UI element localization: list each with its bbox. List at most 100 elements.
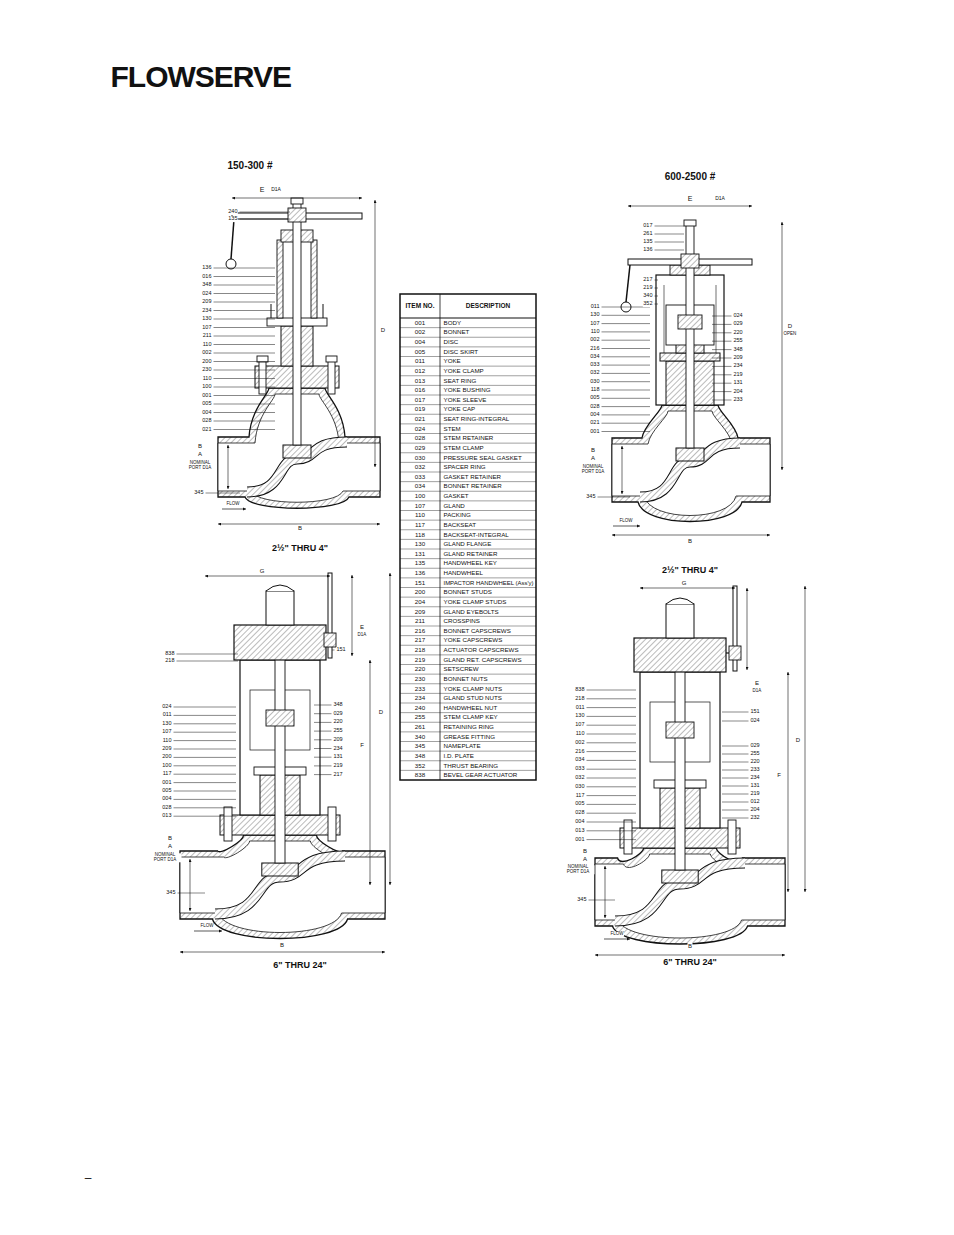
leader-line xyxy=(174,791,237,792)
valve-part xyxy=(634,638,726,672)
leader-line xyxy=(587,742,637,743)
callout-number: 032 xyxy=(575,775,585,781)
table-cell: DISC SKIRT xyxy=(443,348,479,355)
table-cell: SEAT RING-INTEGRAL xyxy=(443,416,510,423)
table-grid xyxy=(400,606,536,607)
valve-part xyxy=(615,863,745,921)
leader-line xyxy=(314,713,332,714)
leader-line xyxy=(587,751,637,752)
table-cell: GLAND RET. CAPSCREWS xyxy=(443,656,522,663)
callout-number: 216 xyxy=(590,346,600,352)
table-cell: 118 xyxy=(415,531,426,538)
leader-line xyxy=(206,493,241,494)
table-cell: STEM CLAMP xyxy=(443,445,484,452)
dimension-line xyxy=(205,576,330,577)
leader-line xyxy=(602,431,651,432)
leader-line xyxy=(178,893,206,894)
callout-number: 255 xyxy=(750,751,760,757)
port-label: NOMINAL PORT D1A xyxy=(149,853,182,862)
callout-number: 838 xyxy=(575,687,585,693)
callout-number: 033 xyxy=(590,362,600,368)
table-grid xyxy=(400,674,536,675)
table-cell: THRUST BEARING xyxy=(443,762,499,769)
valve-part xyxy=(666,722,694,738)
dimension-line xyxy=(228,445,229,489)
callout-number: 017 xyxy=(643,223,653,229)
table-grid xyxy=(400,510,536,511)
leader-line xyxy=(587,734,637,735)
callout-number: 012 xyxy=(750,799,760,805)
table-cell: 151 xyxy=(414,579,425,586)
dimension-line xyxy=(232,198,362,199)
table-cell: 107 xyxy=(414,502,425,509)
size-label: 6" THRU 24" xyxy=(663,958,718,967)
table-cell: DESCRIPTION xyxy=(465,303,510,310)
callout-number: 234 xyxy=(733,364,743,370)
leader-line xyxy=(602,406,651,407)
leader-line xyxy=(712,383,732,384)
leader-line xyxy=(602,365,651,366)
callout-number: 110 xyxy=(575,731,585,737)
callout-number: 013 xyxy=(575,828,585,834)
table-cell: STEM CLAMP KEY xyxy=(443,714,498,721)
callout-number: 348 xyxy=(733,347,743,353)
callout-number: 204 xyxy=(750,807,760,813)
leader-line xyxy=(722,778,749,779)
callout-number: 131 xyxy=(733,380,743,386)
callout-number: 004 xyxy=(162,797,172,803)
callout-number: 004 xyxy=(202,410,212,416)
table-cell: 209 xyxy=(414,608,425,615)
dimension-label: B xyxy=(687,538,692,544)
table-cell: ACTUATOR CAPSCREWS xyxy=(443,647,519,654)
leader-line xyxy=(587,839,637,840)
valve-part xyxy=(247,442,347,492)
dimension-label: E xyxy=(754,680,759,686)
leader-line xyxy=(314,705,332,706)
dimension-label: B xyxy=(590,447,595,453)
table-cell: 005 xyxy=(414,348,425,355)
callout-number: 110 xyxy=(162,738,172,744)
leader-line xyxy=(214,319,276,320)
table-cell: GLAND FLANGE xyxy=(443,541,492,548)
callout-number: 001 xyxy=(575,837,585,843)
leader-line xyxy=(587,830,637,831)
valve-part xyxy=(595,848,785,944)
table-grid xyxy=(400,366,536,367)
callout-number: 345 xyxy=(194,490,204,496)
leader-line xyxy=(722,770,749,771)
table-cell: 012 xyxy=(414,368,425,375)
table-cell: ITEM NO. xyxy=(405,303,436,310)
callout-number: 218 xyxy=(575,696,585,702)
leader-line xyxy=(174,816,237,817)
table-cell: BONNET xyxy=(443,329,470,336)
leader-line xyxy=(587,760,637,761)
callout-number: 209 xyxy=(202,299,212,305)
table-cell: YOKE SLEEVE xyxy=(443,397,487,404)
leader-line xyxy=(587,698,637,699)
valve-part xyxy=(277,240,283,318)
table-cell: 004 xyxy=(414,339,425,346)
valve-part xyxy=(288,208,306,222)
flow-arrow xyxy=(604,939,630,940)
leader-line xyxy=(587,778,637,779)
callout-number: 110 xyxy=(590,329,600,335)
table-cell: GLAND STUD NUTS xyxy=(443,695,502,702)
leader-line xyxy=(602,423,651,424)
table-cell: 029 xyxy=(414,445,425,452)
callout-number: 004 xyxy=(590,412,600,418)
callout-number: 219 xyxy=(750,791,760,797)
dimension-label: D xyxy=(795,737,800,743)
valve-part xyxy=(266,585,294,591)
dimension-label: D1A xyxy=(271,187,282,192)
callout-number: 011 xyxy=(575,705,585,711)
table-cell: YOKE CAP xyxy=(443,406,476,413)
callout-number: 131 xyxy=(750,783,760,789)
callout-number: 135 xyxy=(228,216,238,222)
callout-number: 345 xyxy=(577,897,587,903)
valve-part xyxy=(664,285,665,360)
table-cell: 013 xyxy=(414,377,425,384)
callout-number: 348 xyxy=(202,282,212,288)
callout-number: 204 xyxy=(733,389,743,395)
table-grid xyxy=(400,635,536,636)
flow-arrow xyxy=(222,509,246,510)
